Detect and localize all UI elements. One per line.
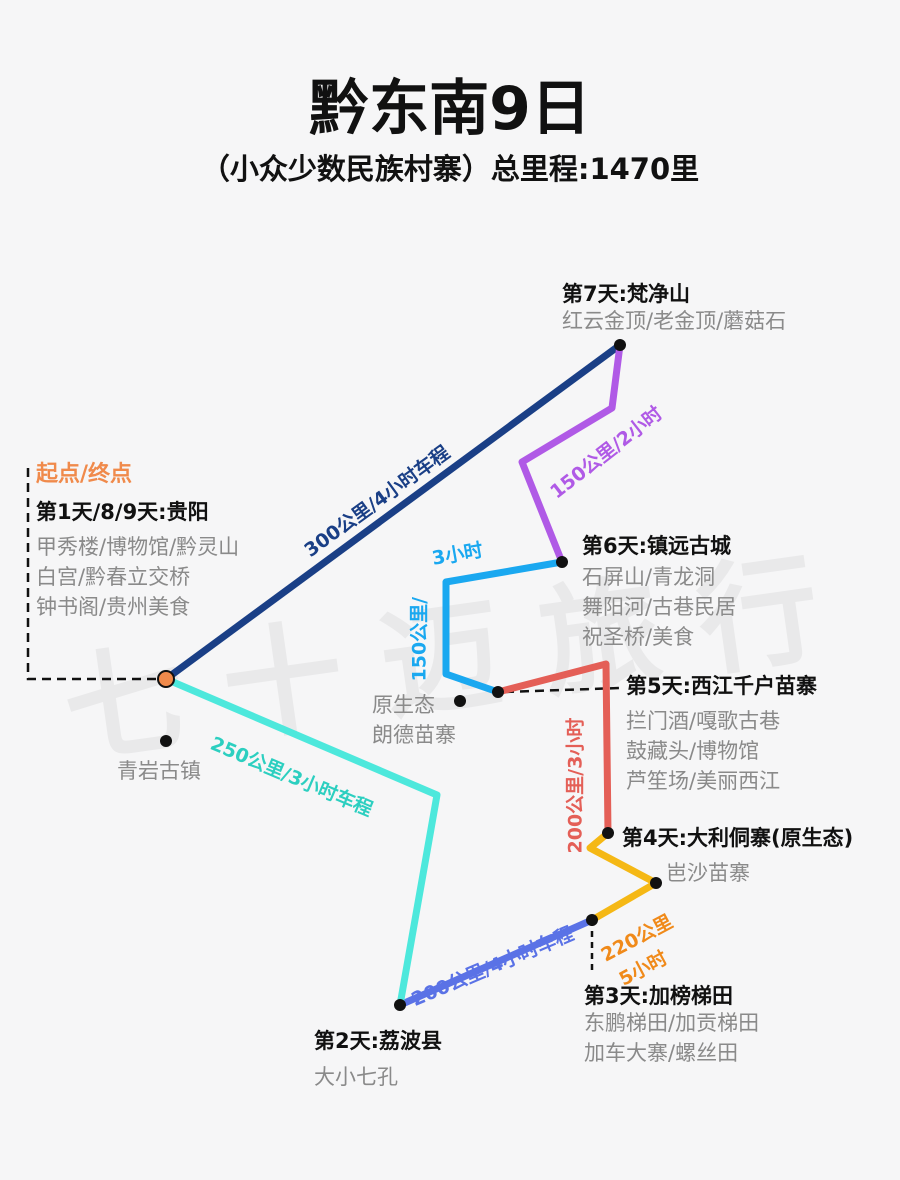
stop-dot — [160, 735, 172, 747]
stop-sights-3: 东鹏梯田/加贡梯田加车大寨/螺丝田 — [584, 1011, 760, 1065]
segment-zhenyuan-xijiang — [442, 558, 563, 696]
stop-day-4: 第4天:大利侗寨(原生态) — [622, 826, 854, 850]
stop-dot — [556, 556, 568, 568]
segment-dali-jiabang — [586, 830, 660, 924]
page-title: 黔东南9日 — [309, 74, 591, 144]
place-basha: 岜沙苗寨 — [666, 861, 750, 885]
stop-dot — [454, 695, 466, 707]
stop-day-1: 第1天/8/9天:贵阳 — [36, 500, 209, 524]
segment-guiyang-libo — [164, 675, 441, 1006]
stop-sights-2: 大小七孔 — [314, 1065, 398, 1089]
stop-day-5: 第5天:西江千户苗寨 — [626, 674, 818, 698]
page-subtitle: （小众少数民族村寨）总里程:1470里 — [200, 152, 700, 186]
stop-dot — [394, 999, 406, 1011]
stop-sights-5: 拦门酒/嘎歌古巷鼓藏头/博物馆芦笙场/美丽西江 — [626, 709, 781, 793]
segment-jiabang-libo — [398, 916, 594, 1009]
segment-guiyang-fanjing — [163, 342, 623, 682]
stop-dot — [586, 914, 598, 926]
stop-day-6: 第6天:镇远古城 — [582, 534, 732, 558]
stop-dot — [602, 827, 614, 839]
stop-sights-7: 红云金顶/老金顶/蘑菇石 — [562, 309, 787, 333]
leader-guiyang — [26, 468, 166, 681]
stop-day-7: 第7天:梵净山 — [562, 282, 691, 306]
segment-fanjing-zhenyuan — [518, 344, 624, 564]
stop-dot — [650, 877, 662, 889]
leader-xijiang — [504, 686, 621, 694]
segment-label-3a: 150公里/ — [408, 596, 431, 682]
stop-sights-6: 石屏山/青龙洞舞阳河/古巷民居祝圣桥/美食 — [582, 565, 737, 649]
place-qingyan: 青岩古镇 — [117, 759, 201, 783]
stop-sights-1: 甲秀楼/博物馆/黔灵山白宫/黔春立交桥钟书阁/贵州美食 — [36, 535, 240, 619]
place-yuanshengtai: 原生态朗德苗寨 — [372, 693, 456, 747]
stop-dot — [492, 686, 504, 698]
stop-dot — [614, 339, 626, 351]
start-end-label: 起点/终点 — [36, 462, 133, 487]
segment-xijiang-dali — [497, 660, 612, 834]
stop-day-2: 第2天:荔波县 — [314, 1029, 443, 1053]
stop-day-3: 第3天:加榜梯田 — [584, 984, 734, 1008]
segment-label-4: 200公里/3小时 — [564, 717, 587, 854]
start-point — [157, 670, 175, 688]
